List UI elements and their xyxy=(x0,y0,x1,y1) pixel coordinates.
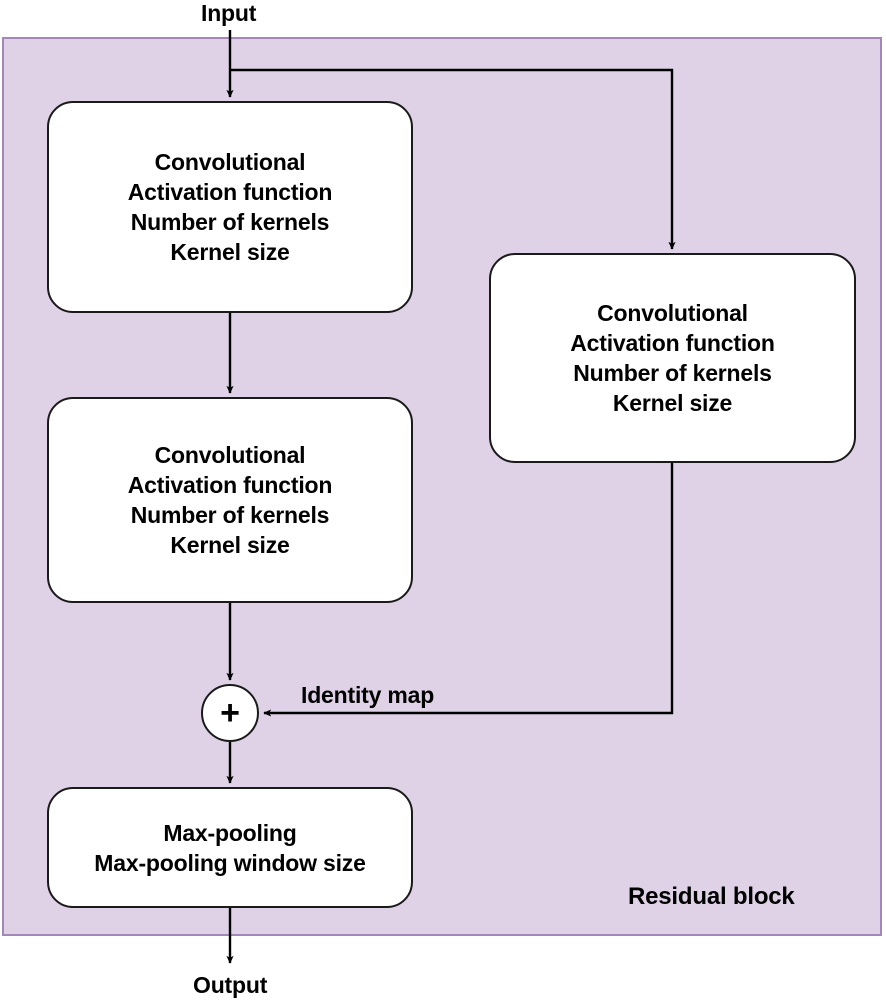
convolutional-block-main-1[interactable]: Convolutional Activation function Number… xyxy=(47,101,413,313)
max-pooling-block[interactable]: Max-pooling Max-pooling window size xyxy=(47,787,413,908)
input-label: Input xyxy=(201,0,257,26)
node-line: Number of kernels xyxy=(573,360,772,386)
node-line: Convolutional xyxy=(154,149,306,175)
node-line: Number of kernels xyxy=(130,209,330,235)
node-line: Convolutional xyxy=(597,300,748,326)
identity-map-edge-label: Identity map xyxy=(301,682,435,708)
node-line: Kernel size xyxy=(612,390,733,416)
output-label: Output xyxy=(193,972,268,998)
convolutional-block-main-2[interactable]: Convolutional Activation function Number… xyxy=(47,397,413,603)
addition-node[interactable]: + xyxy=(201,684,259,742)
node-line: Kernel size xyxy=(170,532,290,558)
node-line: Number of kernels xyxy=(130,502,330,528)
node-line: Kernel size xyxy=(170,239,290,265)
node-line: Activation function xyxy=(127,179,333,205)
node-line: Activation function xyxy=(570,330,775,356)
node-line: Activation function xyxy=(127,472,333,498)
residual-block-label: Residual block xyxy=(628,883,795,910)
node-line: Max-pooling xyxy=(163,819,297,846)
node-line: Max-pooling window size xyxy=(94,849,366,876)
node-line: Convolutional xyxy=(154,442,306,468)
convolutional-block-shortcut[interactable]: Convolutional Activation function Number… xyxy=(489,253,856,463)
